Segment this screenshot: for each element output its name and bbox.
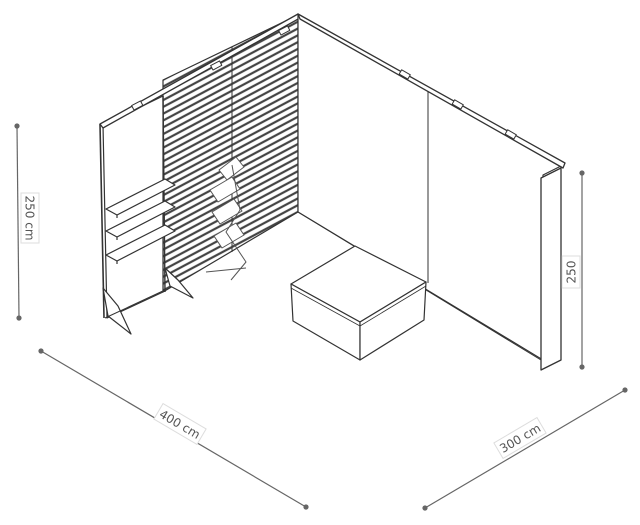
dim-text-height-right: 250 xyxy=(565,261,579,284)
brochure-holder xyxy=(209,176,241,203)
dim-endpoint xyxy=(579,170,585,176)
rack-base xyxy=(205,267,247,273)
counter-front-right xyxy=(359,281,427,361)
wall-foot-right xyxy=(164,267,194,299)
dim-endpoint xyxy=(16,315,22,321)
header-beam-right xyxy=(297,13,566,169)
right-end-panel xyxy=(540,167,562,371)
shelf xyxy=(105,224,176,262)
dim-endpoint xyxy=(303,504,309,510)
dim-label-width-front: 400 cm xyxy=(153,402,207,446)
left-wall-inner-edge xyxy=(162,95,166,293)
spotlight-icon xyxy=(398,69,411,80)
shelf xyxy=(105,178,176,216)
dim-label-height-right: 250 xyxy=(561,255,581,289)
spotlight-icon xyxy=(278,25,291,36)
counter-top-edge xyxy=(290,287,361,327)
booth-structure xyxy=(99,13,566,371)
counter-top-edge xyxy=(359,285,427,327)
dim-line-height-left xyxy=(16,125,20,319)
brochure-holder xyxy=(211,198,243,225)
dim-endpoint xyxy=(14,123,20,129)
counter xyxy=(290,245,427,361)
brochure-rack xyxy=(205,156,247,281)
spotlight-icon xyxy=(504,129,517,140)
spotlight-icons xyxy=(131,25,517,140)
dim-endpoint xyxy=(622,387,628,393)
spotlight-icon xyxy=(131,100,144,111)
wall-bottom xyxy=(104,289,166,319)
dim-line-depth-right xyxy=(424,389,626,509)
dim-endpoint xyxy=(579,364,585,370)
dim-endpoint xyxy=(422,505,428,511)
shelves xyxy=(105,178,176,264)
left-wall-edge xyxy=(99,123,105,319)
shelf xyxy=(105,200,176,238)
dim-endpoint xyxy=(38,348,44,354)
brochure-holder xyxy=(218,156,245,181)
dim-label-height-left: 250 cm xyxy=(20,192,40,244)
dim-text-height-left: 250 cm xyxy=(23,195,37,240)
wall-foot-left xyxy=(102,287,132,335)
spotlight-icon xyxy=(451,99,464,110)
spotlight-icon xyxy=(210,60,223,71)
